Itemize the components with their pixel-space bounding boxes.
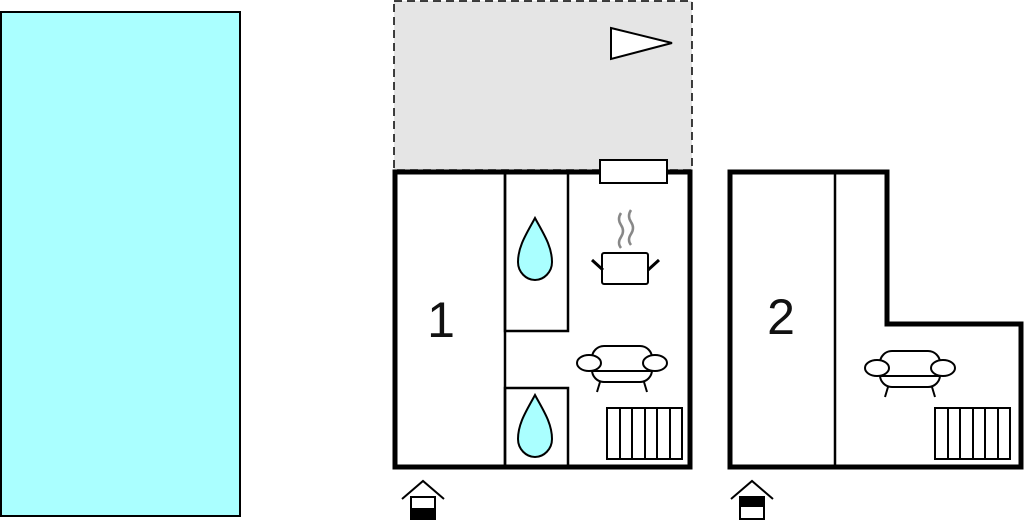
- cooking-pot-icon: [590, 209, 661, 285]
- terrace: [393, 0, 693, 171]
- entrance-icon: [730, 479, 774, 520]
- pool: [0, 11, 241, 517]
- radiator-icon: [934, 407, 1011, 460]
- window-icon: [599, 159, 668, 184]
- unit-1: 1: [392, 159, 693, 470]
- sun-direction-icon: [610, 26, 673, 61]
- entrance-icon: [401, 479, 445, 520]
- radiator-icon: [606, 407, 683, 460]
- bathroom-1: [503, 170, 570, 333]
- unit-2: 2: [727, 169, 1024, 470]
- unit-label: 1: [427, 292, 455, 348]
- bathroom-2: [503, 386, 570, 469]
- unit-label: 2: [767, 289, 795, 345]
